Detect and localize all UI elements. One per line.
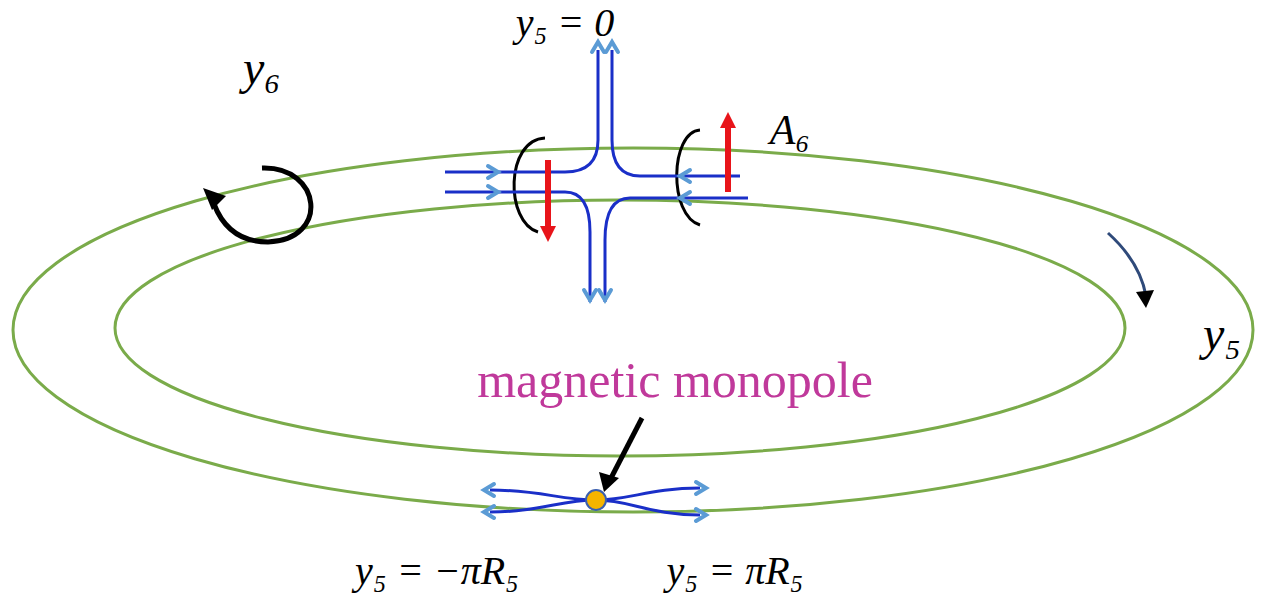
torus-inner — [115, 200, 1125, 456]
a6-arrowhead — [720, 112, 736, 128]
coordinate-label: y₅ = −πR₅ — [355, 548, 519, 594]
y5-curve — [1108, 233, 1146, 296]
y5-arrowhead — [1136, 290, 1154, 308]
field-lines — [445, 50, 748, 302]
a6-arrow — [545, 160, 551, 228]
curl — [514, 138, 545, 232]
coordinate-label: y₅ = 0 — [516, 0, 615, 46]
y6-curl — [214, 168, 311, 242]
coordinate-label: y₅ — [1203, 306, 1241, 361]
coordinate-label: y₆ — [243, 40, 281, 95]
a6-arrow — [725, 126, 731, 192]
field-label: A₆ — [770, 106, 810, 154]
monopole-field — [490, 488, 700, 515]
leader-arrowhead — [599, 472, 619, 492]
monopole-arrowheads — [484, 482, 706, 521]
monopole-dot — [586, 490, 606, 510]
torus-outer — [13, 148, 1253, 512]
monopole-label: magnetic monopole — [477, 352, 873, 410]
coordinate-label: y₅ = πR₅ — [666, 548, 803, 594]
y6-arrowhead — [203, 188, 226, 210]
a6-arrowhead — [540, 226, 556, 242]
field-arrowheads — [488, 42, 690, 300]
leader-line — [610, 418, 642, 480]
